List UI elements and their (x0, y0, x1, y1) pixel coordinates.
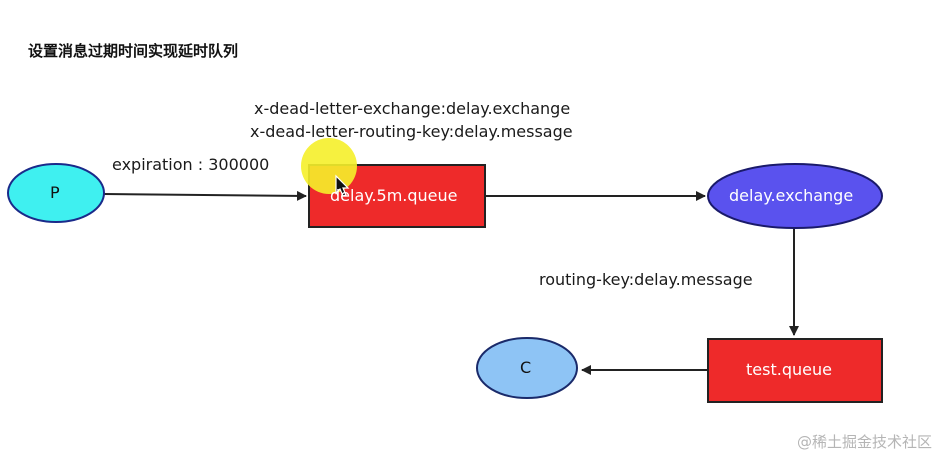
edge-producer-to-delay-queue (103, 190, 307, 201)
expiration-label: expiration : 300000 (112, 155, 270, 174)
producer-label: P (50, 183, 60, 202)
exchange-node (707, 163, 883, 229)
delay-queue-label: delay.5m.queue (330, 186, 458, 205)
arrow-cursor-icon (335, 174, 350, 197)
consumer-node (476, 337, 578, 399)
diagram-title: 设置消息过期时间实现延时队列 (28, 42, 239, 60)
exchange-label: delay.exchange (729, 186, 854, 205)
test-queue-node (707, 338, 883, 403)
dead-letter-routing-key-label: x-dead-letter-routing-key:delay.message (250, 122, 573, 141)
watermark: @稀土掘金技术社区 (796, 433, 932, 451)
routing-key-label: routing-key:delay.message (539, 270, 753, 289)
cursor-highlight (301, 138, 357, 194)
dead-letter-exchange-label: x-dead-letter-exchange:delay.exchange (254, 99, 571, 118)
consumer-label: C (520, 358, 532, 377)
test-queue-label: test.queue (746, 360, 832, 379)
producer-node (7, 163, 105, 223)
